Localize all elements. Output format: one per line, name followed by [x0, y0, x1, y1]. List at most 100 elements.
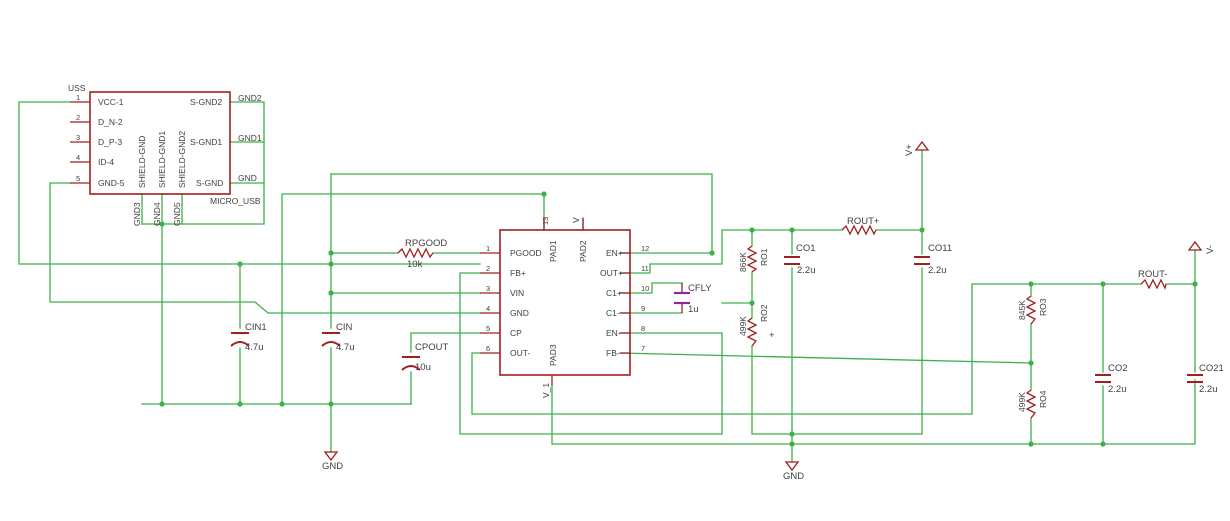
- co21-value: 2.2u: [1199, 384, 1218, 395]
- co1-value: 2.2u: [797, 265, 816, 276]
- gnd-symbol-1: GND: [322, 451, 343, 472]
- ro4-value: 499K: [1017, 392, 1027, 412]
- ic-pin-gnd: GND: [510, 308, 529, 318]
- capacitor-co11[interactable]: CO11 2.2u: [914, 243, 952, 276]
- usb-connector[interactable]: USS 1 2 3 4 5 VCC-1 D_N-2 D_P-3 ID-4 GND…: [68, 83, 262, 226]
- ro1-name: RO1: [759, 248, 769, 266]
- ic-pin-num-10: 10: [641, 284, 649, 293]
- ro2-name: RO2: [759, 304, 769, 322]
- usb-pin-shield-gnd2: SHIELD-GND2: [177, 131, 187, 188]
- ic-pin-c1n: C1-: [606, 308, 620, 318]
- converter-ic[interactable]: 1 2 3 4 5 6 PGOOD FB+ VIN GND CP OUT- 12…: [480, 217, 649, 398]
- capacitor-cin1[interactable]: CIN1 4.7u: [230, 322, 267, 353]
- usb-pin-num-2: 2: [76, 113, 80, 122]
- ic-pin-outn: OUT-: [510, 348, 530, 358]
- usb-refdes: USS: [68, 83, 86, 93]
- ic-pin-num-13: 13: [541, 217, 550, 225]
- usb-pin-sgnd2: S-GND2: [190, 97, 222, 107]
- ro3-value: 845K: [1017, 300, 1027, 320]
- usb-pin-dn: D_N-2: [98, 117, 123, 127]
- usb-net-gnd3: GND3: [132, 202, 142, 226]
- capacitor-co2[interactable]: CO2 2.2u: [1095, 363, 1128, 395]
- usb-net-gnd: GND: [238, 173, 257, 183]
- rpgood-value: 10k: [407, 259, 423, 270]
- cin1-value: 4.7u: [245, 342, 264, 353]
- ic-pin-enp: EN+: [606, 248, 623, 258]
- ic-pin-fbp: FB+: [510, 268, 526, 278]
- ro3-name: RO3: [1038, 298, 1048, 316]
- ro2-value: 499K: [738, 316, 748, 336]
- ic-pin-num-1: 1: [486, 244, 490, 253]
- rout-pos-name: ROUT+: [847, 216, 880, 227]
- usb-net-gnd4: GND4: [152, 202, 162, 226]
- cpout-name: CPOUT: [415, 342, 448, 353]
- ic-pin-pad3: PAD3: [548, 344, 558, 366]
- usb-value: MICRO_USB: [210, 196, 261, 206]
- ic-pin-num-11: 11: [641, 264, 649, 273]
- resistor-ro1[interactable]: 866K RO1: [738, 245, 769, 273]
- ic-pin-pad1: PAD1: [548, 240, 558, 262]
- ic-pin-v: V: [571, 217, 581, 223]
- co21-name: CO21: [1199, 363, 1224, 374]
- ic-pin-outp: OUT+: [600, 268, 623, 278]
- usb-net-gnd1: GND1: [238, 133, 262, 143]
- ic-pin-num-12: 12: [641, 244, 649, 253]
- usb-pin-vcc: VCC-1: [98, 97, 124, 107]
- capacitor-cin[interactable]: CIN 4.7u: [321, 322, 355, 353]
- resistor-rout-pos[interactable]: ROUT+: [841, 216, 880, 236]
- ic-pin-pgood: PGOOD: [510, 248, 542, 258]
- usb-pin-id: ID-4: [98, 157, 114, 167]
- cfly-value: 1u: [688, 304, 699, 315]
- cin1-name: CIN1: [245, 322, 267, 333]
- ic-pin-cp: CP: [510, 328, 522, 338]
- usb-pin-shield-gnd1: SHIELD-GND1: [157, 131, 167, 188]
- vpos-label: V+: [904, 144, 915, 156]
- ic-pin-vin: VIN: [510, 288, 524, 298]
- cin-value: 4.7u: [336, 342, 355, 353]
- usb-pin-num-1: 1: [76, 93, 80, 102]
- resistor-ro2[interactable]: 499K RO2 +: [738, 304, 775, 347]
- cfly-name: CFLY: [688, 283, 712, 294]
- usb-net-gnd5: GND5: [172, 202, 182, 226]
- capacitor-co1[interactable]: CO1 2.2u: [784, 243, 816, 276]
- usb-pin-num-5: 5: [76, 174, 80, 183]
- cin-name: CIN: [336, 322, 353, 333]
- rout-neg-name: ROUT-: [1138, 269, 1168, 280]
- ro1-value: 866K: [738, 252, 748, 272]
- usb-pin-shield-gnd: SHIELD-GND: [137, 136, 147, 188]
- capacitor-co21[interactable]: CO21 2.2u: [1187, 363, 1224, 395]
- polarity-plus: +: [769, 330, 775, 341]
- gnd-symbol-2: GND: [783, 461, 804, 482]
- vneg-symbol: V-: [1187, 240, 1216, 254]
- usb-net-gnd2: GND2: [238, 93, 262, 103]
- usb-pin-gnd5: GND-5: [98, 178, 125, 188]
- usb-pin-dp: D_P-3: [98, 137, 122, 147]
- resistor-ro4[interactable]: 499K RO4: [1017, 389, 1048, 419]
- cpout-value: 10u: [415, 362, 431, 373]
- ic-pin-c1p: C1+: [606, 288, 622, 298]
- co1-name: CO1: [796, 243, 816, 254]
- ic-pin-num-9: 9: [641, 304, 645, 313]
- capacitor-cfly[interactable]: CFLY 1u: [674, 283, 712, 315]
- vneg-label: V-: [1205, 245, 1216, 254]
- rpgood-name: RPGOOD: [405, 238, 447, 249]
- resistor-ro3[interactable]: 845K RO3: [1017, 295, 1048, 325]
- gnd1-label: GND: [322, 461, 343, 472]
- ro4-name: RO4: [1038, 390, 1048, 408]
- ic-pin-v1: V_1: [541, 383, 551, 398]
- ic-pin-num-4: 4: [486, 304, 490, 313]
- usb-pin-sgnd: S-GND: [196, 178, 223, 188]
- resistor-rpgood[interactable]: RPGOOD 10k: [397, 238, 447, 270]
- usb-pin-num-4: 4: [76, 153, 80, 162]
- resistor-rout-neg[interactable]: ROUT-: [1138, 269, 1168, 290]
- ic-pin-num-5: 5: [486, 324, 490, 333]
- ic-pin-num-8: 8: [641, 324, 645, 333]
- capacitor-cpout[interactable]: CPOUT 10u: [401, 342, 448, 373]
- ic-pin-enn: EN-: [606, 328, 621, 338]
- co11-name: CO11: [928, 243, 952, 254]
- usb-pin-num-3: 3: [76, 133, 80, 142]
- ic-pin-num-6: 6: [486, 344, 490, 353]
- gnd2-label: GND: [783, 471, 804, 482]
- vpos-symbol: V+: [904, 140, 930, 156]
